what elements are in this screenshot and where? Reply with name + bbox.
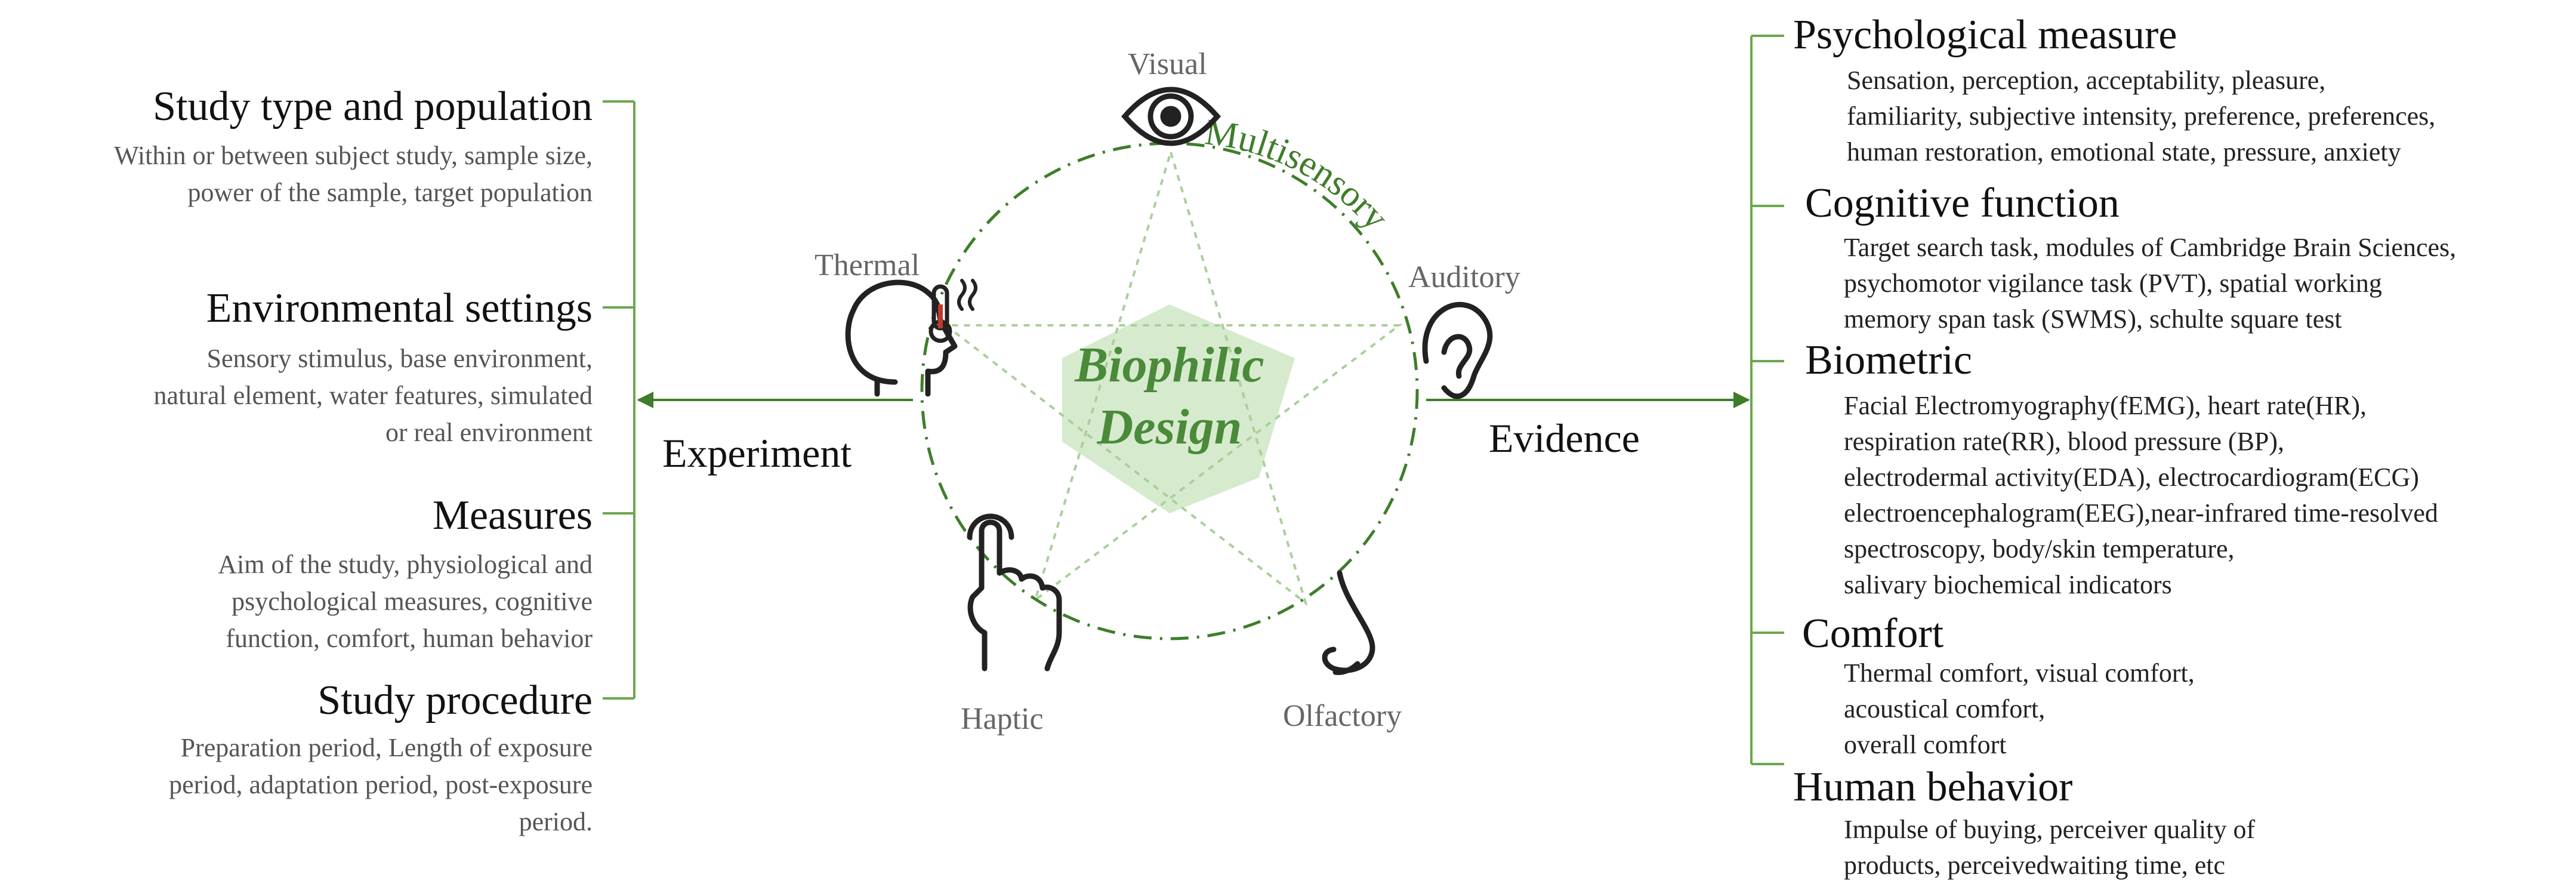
- left-bracket: [603, 100, 635, 700]
- evidence-label: Evidence: [1489, 415, 1640, 461]
- right-heading-cognitive-function: Cognitive function: [1805, 180, 2120, 226]
- heat-wave-icon: [957, 279, 977, 311]
- nose-icon: [1322, 570, 1375, 675]
- haptic-hand-icon: [967, 513, 1062, 672]
- sense-label-visual: Visual: [1128, 47, 1207, 81]
- sense-label-thermal: Thermal: [815, 248, 920, 282]
- ear-icon: [1422, 301, 1493, 399]
- left-body-study-type: Within or between subject study, sample …: [114, 141, 593, 207]
- sense-label-haptic: Haptic: [961, 702, 1044, 736]
- right-heading-comfort: Comfort: [1802, 611, 1944, 657]
- left-heading-study-type: Study type and population: [153, 84, 593, 130]
- right-body-cognitive-function: Target search task, modules of Cambridge…: [1844, 233, 2457, 334]
- left-heading-measures: Measures: [432, 492, 593, 538]
- left-body-measures: Aim of the study, physiological and psyc…: [218, 550, 593, 653]
- left-body-study-procedure: Preparation period, Length of exposure p…: [169, 733, 593, 836]
- right-body-psychological-measure: Sensation, perception, acceptability, pl…: [1847, 66, 2436, 167]
- right-heading-psychological-measure: Psychological measure: [1793, 12, 2177, 58]
- biophilic-pentagon: [1062, 304, 1295, 513]
- right-body-comfort: Thermal comfort, visual comfort, acousti…: [1844, 658, 2195, 759]
- sense-label-auditory: Auditory: [1408, 260, 1520, 294]
- eye-icon: [1121, 87, 1221, 146]
- left-body-environmental-settings: Sensory stimulus, base environment, natu…: [153, 344, 593, 447]
- multisensory-label: Multisensory: [1202, 112, 1396, 238]
- thermal-head-icon: [845, 279, 958, 397]
- left-heading-study-procedure: Study procedure: [317, 677, 593, 723]
- left-heading-environmental-settings: Environmental settings: [206, 285, 593, 331]
- multisensory-circle: [920, 141, 1419, 640]
- right-bracket: [1750, 35, 1784, 765]
- right-body-biometric: Facial Electromyography(fEMG), heart rat…: [1844, 391, 2438, 599]
- sense-label-olfactory: Olfactory: [1283, 699, 1402, 733]
- right-heading-biometric: Biometric: [1805, 337, 1972, 383]
- right-heading-human-behavior: Human behavior: [1793, 764, 2073, 810]
- right-body-human-behavior: Impulse of buying, perceiver quality of …: [1844, 815, 2256, 880]
- thermometer-icon: [928, 284, 952, 343]
- biophilic-design-title: Biophilic Design: [1075, 337, 1264, 455]
- sense-star: [942, 148, 1403, 606]
- experiment-label: Experiment: [662, 430, 852, 476]
